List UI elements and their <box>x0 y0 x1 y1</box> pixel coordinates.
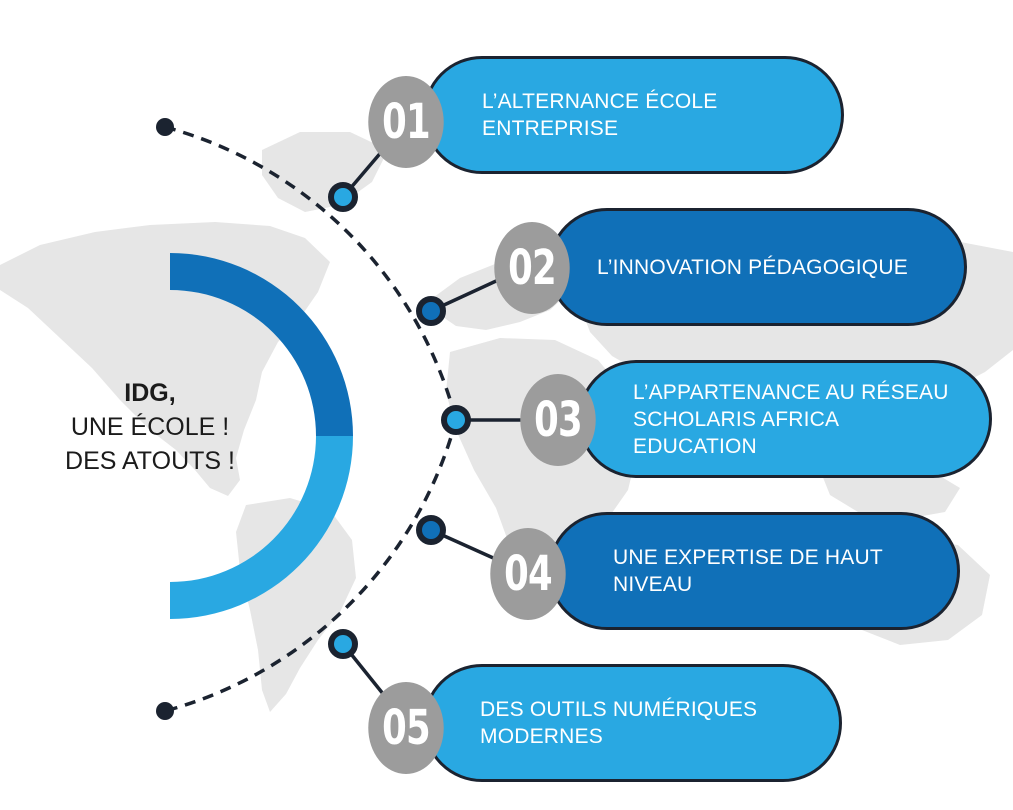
item-05-number: 05 <box>368 682 444 774</box>
node-04 <box>416 515 446 545</box>
item-03-text: L’APPARTENANCE AU RÉSEAU SCHOLARIS AFRIC… <box>633 380 949 458</box>
arc-end-dot-top <box>156 118 174 136</box>
arc-end-dot-bottom <box>156 702 174 720</box>
item-05-text: DES OUTILS NUMÉRIQUES MODERNES <box>480 698 758 748</box>
brand-name: IDG, <box>124 379 176 407</box>
item-04-pill: UNE EXPERTISE DE HAUT NIVEAU <box>548 512 960 630</box>
node-03 <box>441 405 471 435</box>
item-03-pill: L’APPARTENANCE AU RÉSEAU SCHOLARIS AFRIC… <box>578 360 992 478</box>
item-01-pill: L’ALTERNANCE ÉCOLE ENTREPRISE <box>423 56 844 174</box>
item-04-number: 04 <box>490 528 566 620</box>
item-01-text: L’ALTERNANCE ÉCOLE ENTREPRISE <box>482 90 718 140</box>
center-title: IDG, UNE ÉCOLE ! DES ATOUTS ! <box>20 376 280 478</box>
item-03-number: 03 <box>520 374 596 466</box>
item-02-number: 02 <box>494 222 570 314</box>
title-line-1: UNE ÉCOLE ! <box>70 413 230 441</box>
item-04-text: UNE EXPERTISE DE HAUT NIVEAU <box>613 546 883 596</box>
node-05 <box>328 629 358 659</box>
half-ring-dark <box>170 253 353 436</box>
dashed-arc-bottom <box>164 419 458 713</box>
item-01-number: 01 <box>368 76 444 168</box>
node-02 <box>416 296 446 326</box>
item-05-pill: DES OUTILS NUMÉRIQUES MODERNES <box>423 664 842 782</box>
half-ring-light <box>170 436 353 619</box>
item-02-text: L’INNOVATION PÉDAGOGIQUE <box>597 255 908 279</box>
node-01 <box>328 182 358 212</box>
item-02-pill: L’INNOVATION PÉDAGOGIQUE <box>548 208 967 326</box>
title-line-2: DES ATOUTS ! <box>65 447 235 475</box>
dashed-arc-top <box>164 125 458 421</box>
